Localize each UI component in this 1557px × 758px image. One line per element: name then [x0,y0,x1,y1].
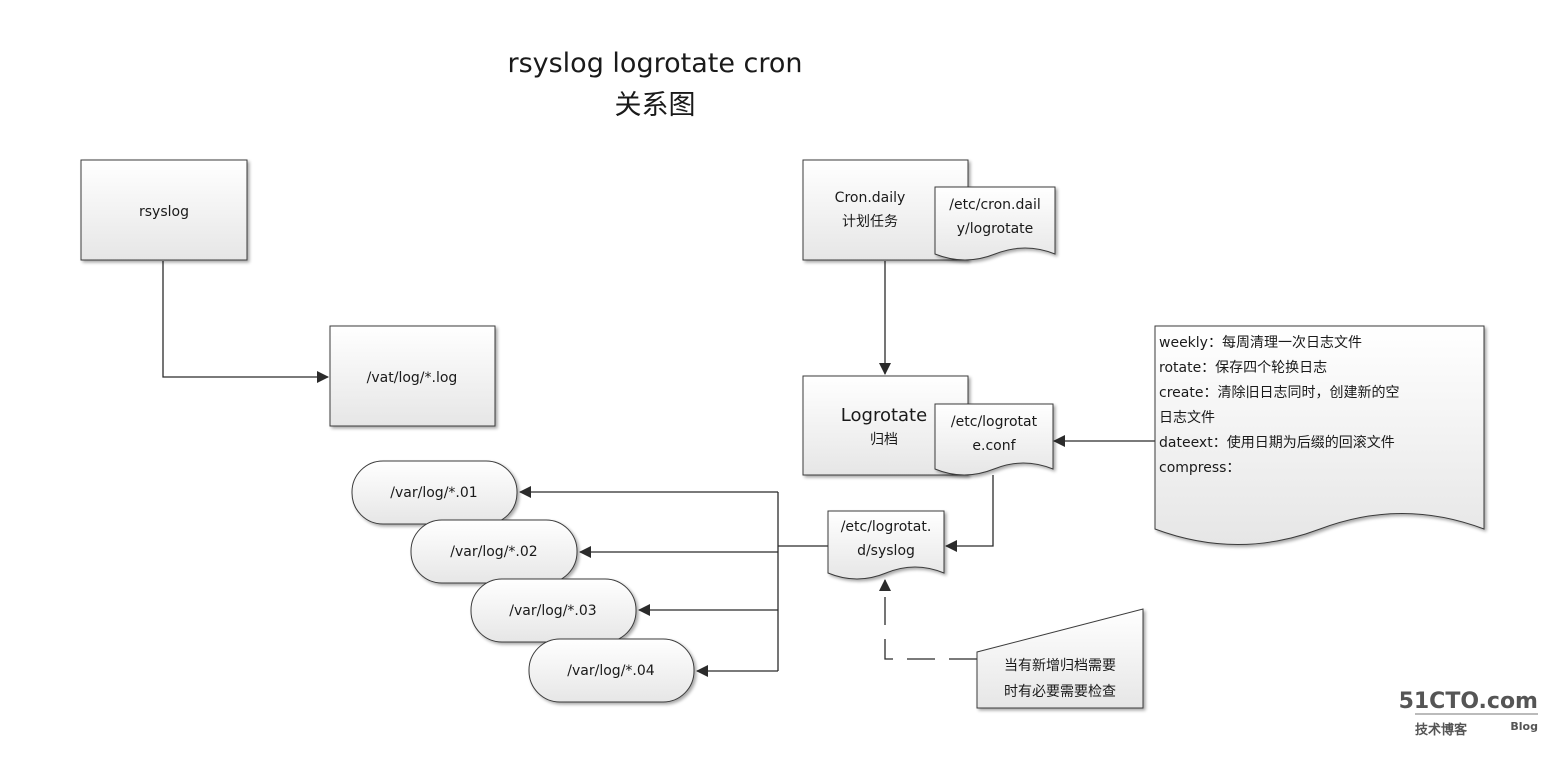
cron-doc-line2: y/logrotate [957,221,1034,237]
diagram-title: rsyslog logrotate cron [507,48,802,79]
archive-02: /var/log/*.02 [410,519,578,584]
connectors [162,261,1155,677]
rsyslog-label: rsyslog [139,204,189,220]
manual-note-line2: 时有必要需要检查 [1004,684,1116,700]
log-file-label: /vat/log/*.log [367,370,458,386]
site-watermark: 51CTO.com 技术博客 Blog [1399,689,1538,738]
log-file-box: /vat/log/*.log [329,325,496,427]
connector-manual-check-dashed [879,579,977,660]
archive-01: /var/log/*.01 [351,460,518,525]
rsyslog-box: rsyslog [80,159,248,261]
config-note-line-4: 日志文件 [1159,410,1215,426]
config-note-line-3: create：清除旧日志同时，创建新的空 [1159,385,1399,401]
cron-logrotate-document: /etc/cron.dail y/logrotate [934,186,1056,261]
logrotate-d-line2: d/syslog [857,543,915,559]
connector-conf-to-logrotated [945,475,994,552]
logrotate-label: Logrotate [841,405,927,426]
watermark-brand: 51CTO.com [1399,689,1538,714]
archive-04-label: /var/log/*.04 [567,663,654,679]
manual-check-note: 当有新增归档需要 时有必要需要检查 [976,608,1144,709]
archive-02-label: /var/log/*.02 [450,544,537,560]
manual-note-line1: 当有新增归档需要 [1004,657,1116,674]
archive-04: /var/log/*.04 [528,638,695,703]
watermark-sub1: 技术博客 [1415,722,1468,738]
logrotate-conf-line1: /etc/logrotat [951,414,1038,430]
diagram-subtitle: 关系图 [615,90,696,121]
watermark-sub2: Blog [1510,720,1538,733]
archive-01-label: /var/log/*.01 [390,485,477,501]
logrotate-conf-document: /etc/logrotat e.conf [934,403,1054,476]
logrotate-conf-line2: e.conf [972,438,1016,454]
archive-03-label: /var/log/*.03 [509,603,596,619]
archive-03: /var/log/*.03 [470,578,637,643]
logrotate-d-line1: /etc/logrotat. [841,519,932,535]
config-note-line-1: weekly：每周清理一次日志文件 [1159,335,1362,351]
cron-doc-line1: /etc/cron.dail [949,197,1041,213]
cron-daily-sublabel: 计划任务 [842,214,898,230]
config-note-document: weekly：每周清理一次日志文件 rotate：保存四个轮换日志 create… [1154,325,1485,545]
config-note-line-5: dateext：使用日期为后缀的回滚文件 [1159,434,1395,451]
cron-daily-label: Cron.daily [835,190,906,206]
logrotate-sublabel: 归档 [870,431,898,448]
config-note-line-6: compress： [1159,460,1240,476]
logrotate-d-syslog-document: /etc/logrotat. d/syslog [827,510,945,580]
connector-rsyslog-to-log [162,261,329,383]
config-note-line-2: rotate：保存四个轮换日志 [1159,359,1327,376]
